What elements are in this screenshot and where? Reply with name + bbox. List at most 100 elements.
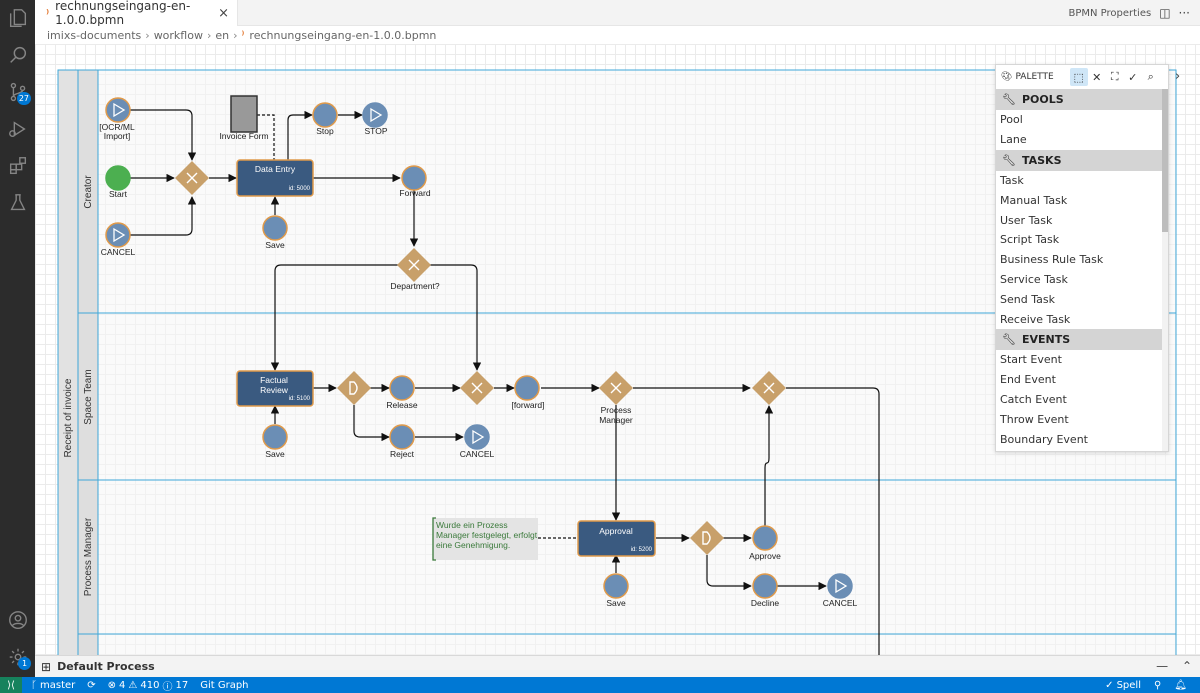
chevron-right-icon[interactable]: › (1175, 69, 1181, 84)
factual-review-task[interactable] (236, 370, 314, 407)
reject-event[interactable] (389, 424, 415, 450)
start-event[interactable] (105, 165, 131, 191)
breadcrumb-item[interactable]: workflow (153, 28, 203, 42)
palette-item[interactable]: Service Task (1000, 272, 1068, 286)
cancel-end-event[interactable] (464, 424, 490, 450)
info-icon: ⓘ (162, 681, 173, 693)
wrench-icon: 🔧︎ (1002, 332, 1016, 346)
palette-item[interactable]: Script Task (1000, 233, 1060, 247)
data-entry-task[interactable] (236, 159, 314, 197)
event-gateway[interactable] (337, 371, 371, 405)
palette-item[interactable]: Business Rule Task (1000, 253, 1104, 267)
bpmn-properties-button[interactable]: BPMN Properties (1068, 7, 1152, 19)
breadcrumb-item[interactable]: rechnungseingang-en-1.0.0.bpmn (249, 28, 437, 42)
breadcrumb-item[interactable]: imixs-documents (47, 28, 142, 42)
problems-indicator[interactable]: ⊗ 4 ⚠ 410 ⓘ 17 (108, 678, 192, 693)
marquee-tool-icon[interactable]: ⛶ (1110, 70, 1119, 83)
forward-event[interactable] (514, 375, 540, 401)
save-event[interactable] (603, 573, 629, 599)
palette-item[interactable]: End Event (1000, 373, 1056, 387)
lane-process-manager[interactable] (77, 479, 1177, 635)
palette-item[interactable]: Lane (1000, 133, 1027, 147)
palette-item[interactable]: Receive Task (1000, 312, 1071, 326)
editor-tab[interactable]: ⁾ rechnungseingang-en-1.0.0.bpmn × (35, 0, 238, 27)
minimize-icon[interactable]: — (1156, 659, 1169, 673)
sync-indicator[interactable]: ⟳ (87, 680, 98, 691)
stop-event[interactable] (312, 102, 338, 128)
chevron-up-icon[interactable]: ⌃ (1181, 659, 1192, 673)
x-icon (471, 382, 483, 394)
annotation-bracket (432, 517, 436, 561)
gateway-label: Department? (390, 281, 439, 291)
spell-button[interactable]: ✓ Spell (1105, 680, 1144, 691)
data-association (257, 114, 275, 160)
stop-end-event[interactable] (362, 102, 388, 128)
cancel-end-event[interactable] (827, 573, 853, 599)
release-event[interactable] (389, 375, 415, 401)
error-count: 4 (119, 679, 126, 691)
palette-scrollbar[interactable] (1162, 89, 1168, 451)
manage-gear-icon[interactable]: 1 (0, 639, 35, 675)
play-icon (472, 429, 485, 445)
bpmn-file-icon: ⁾ (46, 6, 50, 20)
run-debug-icon[interactable] (0, 111, 35, 147)
remote-icon[interactable]: ⟩⟨ (0, 677, 22, 693)
palette-item[interactable]: Boundary Event (1000, 432, 1088, 446)
extensions-icon[interactable] (0, 148, 35, 184)
task-label: Factual (260, 375, 288, 385)
event-label: Stop (316, 126, 334, 136)
event-label: Start (109, 189, 128, 199)
feedback-icon[interactable]: ⚲ (1153, 679, 1162, 691)
activity-bar: 27 1 (0, 0, 35, 677)
decline-event[interactable] (752, 573, 778, 599)
forward-event[interactable] (401, 165, 427, 191)
palette-scrollbar-thumb[interactable] (1162, 89, 1168, 232)
palette-item[interactable]: Start Event (1000, 353, 1062, 367)
palette-item[interactable]: User Task (1000, 213, 1053, 227)
breadcrumb-item[interactable]: en (215, 28, 230, 42)
palette-item[interactable]: Manual Task (1000, 193, 1068, 207)
ocr-import-event[interactable] (105, 97, 131, 123)
save-event[interactable] (262, 424, 288, 450)
save-event[interactable] (262, 215, 288, 241)
palette-category-pools[interactable]: 🔧︎POOLS (996, 89, 1163, 110)
approve-event[interactable] (752, 525, 778, 551)
event-label: Save (606, 598, 626, 608)
close-icon[interactable]: × (218, 5, 229, 21)
branch-indicator[interactable]: ᚴ master (31, 680, 78, 691)
approval-task[interactable] (577, 520, 656, 557)
x-icon (186, 172, 198, 184)
more-actions-icon[interactable]: ··· (1178, 6, 1190, 20)
lane-extra[interactable] (77, 633, 1177, 655)
account-icon[interactable] (0, 602, 35, 638)
palette-item[interactable]: Throw Event (1000, 412, 1069, 426)
explorer-icon[interactable] (0, 0, 35, 36)
settings-badge: 1 (18, 657, 31, 670)
palette-category-events[interactable]: 🔧︎EVENTS (996, 328, 1163, 350)
palette-item[interactable]: Catch Event (1000, 392, 1067, 406)
event-gateway[interactable] (690, 521, 724, 555)
invoice-form-data-object[interactable] (230, 95, 258, 133)
validate-tool-icon[interactable]: ✓ (1128, 70, 1138, 84)
palette-item[interactable]: Send Task (1000, 292, 1055, 306)
palette-item[interactable]: Task (1000, 173, 1024, 187)
testing-icon[interactable] (0, 185, 35, 221)
play-icon (113, 102, 126, 118)
spell-label: Spell (1116, 679, 1141, 691)
event-label: Import] (104, 131, 130, 141)
delete-tool-icon[interactable]: ✕ (1092, 70, 1102, 84)
source-control-icon[interactable]: 27 (0, 74, 35, 110)
select-tool-icon[interactable]: ⬚ (1069, 68, 1088, 86)
palette-category-tasks[interactable]: 🔧︎TASKS (996, 149, 1163, 171)
git-graph-button[interactable]: Git Graph (200, 680, 251, 691)
notifications-icon[interactable]: 🔔︎ (1174, 679, 1187, 691)
search-icon[interactable] (0, 37, 35, 73)
split-editor-icon[interactable]: ◫ (1159, 6, 1171, 20)
cancel-event[interactable] (105, 222, 131, 248)
text-annotation[interactable] (433, 518, 538, 560)
palette-item[interactable]: Pool (1000, 113, 1023, 127)
status-right: ✓ Spell ⚲ 🔔︎ (1105, 677, 1200, 693)
search-tool-icon[interactable]: ⌕ (1147, 70, 1154, 83)
bpmn-canvas[interactable]: Receipt of invoice Creator Space Team Pr… (35, 44, 1200, 655)
play-icon (835, 578, 848, 594)
